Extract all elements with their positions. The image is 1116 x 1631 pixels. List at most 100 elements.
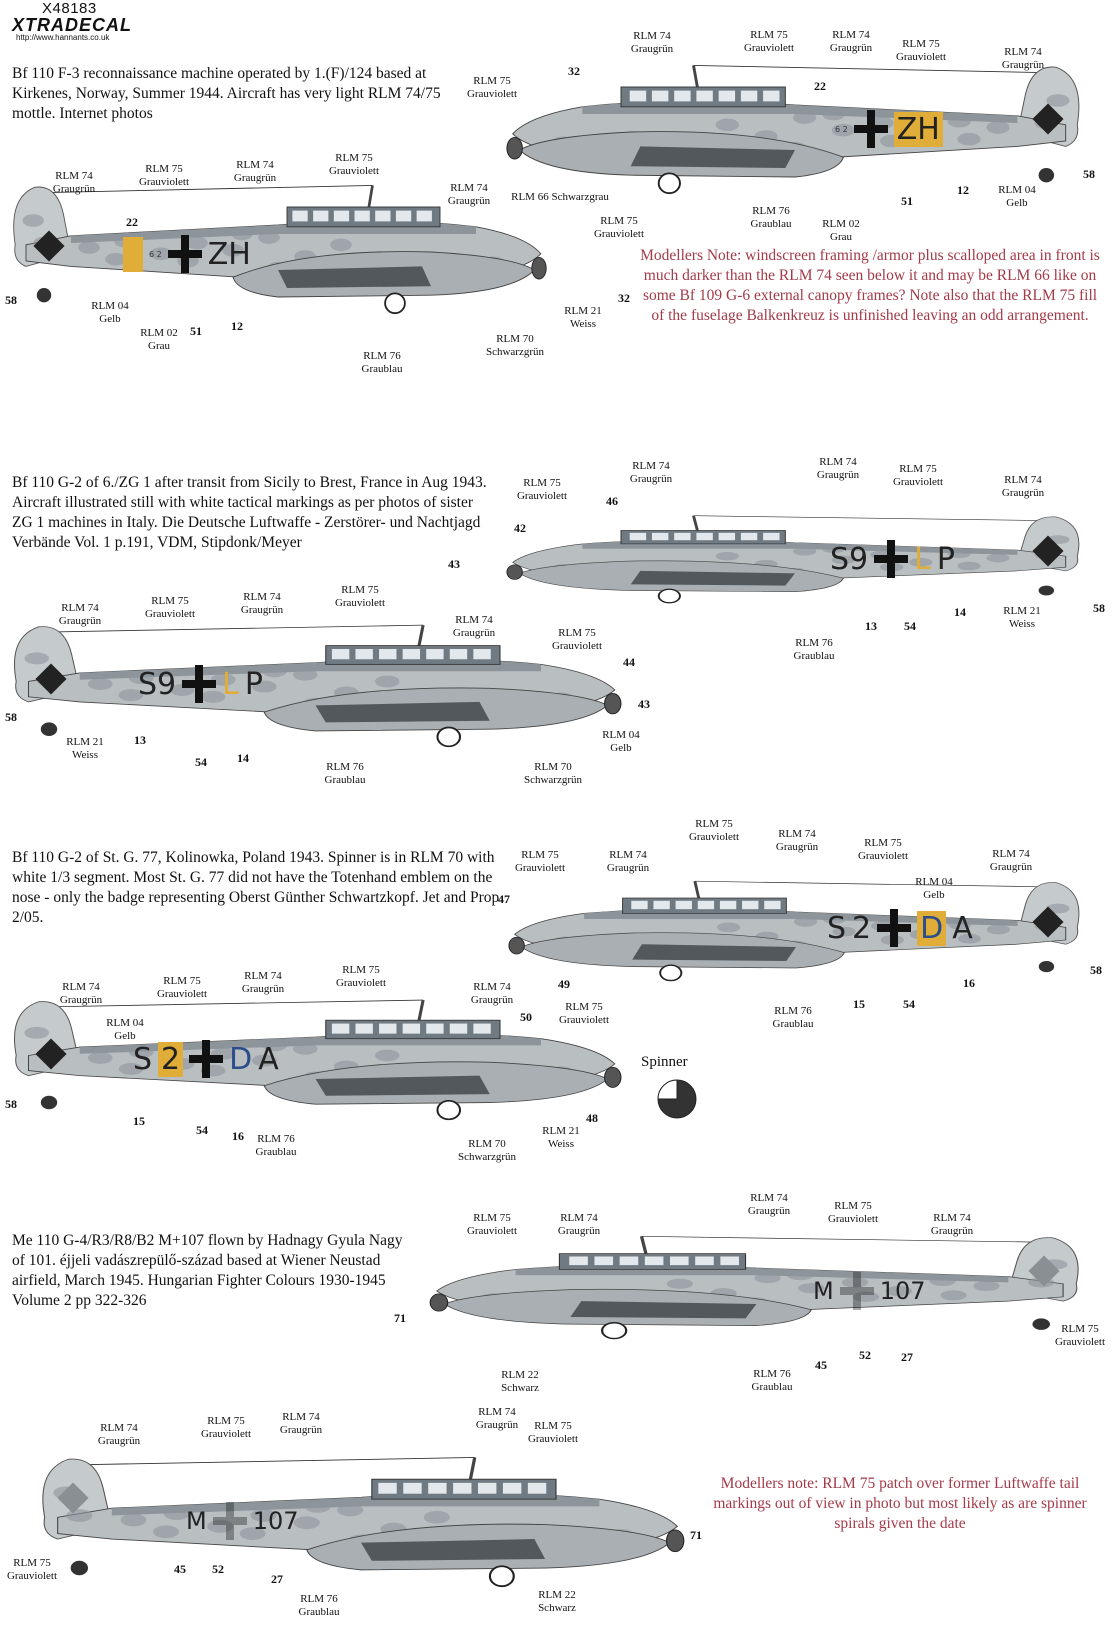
- aerial-wire: [641, 1235, 1036, 1243]
- canopy-panel: [333, 210, 350, 222]
- colour-callout: RLM 21 Weiss: [564, 305, 602, 330]
- camouflage-mottle: [292, 1042, 318, 1055]
- canopy-panel: [292, 210, 308, 222]
- exhaust-area: [570, 1301, 757, 1319]
- fuselage-codes: M 107: [186, 1502, 299, 1540]
- colour-callout: RLM 75 Grauviolett: [156, 975, 208, 1000]
- colour-callout: RLM 76 Graublau: [255, 1133, 297, 1158]
- camouflage-mottle: [120, 1513, 147, 1527]
- colour-callout: RLM 75 Grauviolett: [328, 152, 380, 177]
- canopy-panel: [428, 1482, 447, 1494]
- balkenkreuz-icon: [182, 665, 217, 703]
- camouflage-mottle: [794, 916, 818, 927]
- colour-callout: RLM 75 Grauviolett: [516, 477, 568, 502]
- profile-1-starboard-side: 6 2 ZH: [8, 180, 548, 315]
- colour-callout: RLM 04 Gelb: [602, 729, 640, 754]
- decal-number-callout: 71: [394, 1311, 406, 1325]
- camouflage-mottle: [929, 1275, 956, 1286]
- colour-callout: RLM 22 Schwarz: [538, 1589, 576, 1614]
- decal-number-callout: 22: [126, 215, 138, 229]
- camouflage-mottle: [715, 551, 739, 561]
- colour-callout: RLM 76 Graublau: [750, 205, 792, 230]
- canopy-panel: [740, 90, 758, 102]
- colour-callout: RLM 74 Graugrün: [475, 1406, 519, 1431]
- profile-2-starboard-side: S9 L P: [8, 620, 623, 748]
- aerial-wire: [694, 880, 1042, 888]
- camouflage-mottle: [304, 1500, 331, 1513]
- colour-callout: RLM 75 Grauviolett: [144, 595, 196, 620]
- colour-callout: RLM 70 Schwarzgrün: [457, 1138, 517, 1163]
- camouflage-mottle: [986, 121, 1010, 134]
- colour-callout: RLM 74 Graugrün: [97, 1422, 141, 1447]
- decal-number-callout: 52: [212, 1562, 224, 1576]
- tail-wheel: [36, 288, 52, 303]
- fuselage-codes: M 107: [813, 1272, 926, 1310]
- colour-callout: RLM 74 Graugrün: [816, 456, 860, 481]
- decal-number-callout: 14: [954, 605, 966, 619]
- code-number: 107: [879, 1277, 926, 1305]
- camouflage-mottle: [754, 1273, 781, 1284]
- camouflage-mottle: [822, 107, 846, 121]
- tail-wheel: [1038, 585, 1055, 596]
- camouflage-mottle: [423, 1510, 450, 1524]
- canopy-panel: [619, 1256, 639, 1266]
- tail-wheel: [40, 722, 58, 737]
- colour-callout: RLM 76 Graublau: [751, 1368, 793, 1393]
- canopy-panel: [674, 90, 691, 102]
- profile-4-modellers-note: Modellers note: RLM 75 patch over former…: [713, 1475, 1087, 1532]
- colour-callout: RLM 74 Graugrün: [59, 981, 103, 1006]
- camouflage-mottle: [885, 1286, 912, 1297]
- decal-number-callout: 58: [5, 293, 17, 307]
- colour-callout: RLM 02 Grau: [140, 327, 178, 352]
- camouflage-mottle: [251, 680, 277, 693]
- camouflage-mottle: [128, 672, 154, 684]
- camouflage-mottle: [957, 132, 981, 146]
- colour-callout: RLM 75 Grauviolett: [857, 837, 909, 862]
- camouflage-mottle: [105, 252, 127, 266]
- colour-callout: RLM 75 Grauviolett: [827, 1200, 879, 1225]
- canopy-panel: [629, 532, 647, 541]
- code-number: 107: [252, 1507, 299, 1535]
- canopy-panel: [764, 900, 781, 910]
- canopy-panel: [473, 649, 491, 660]
- camouflage-mottle: [787, 1270, 814, 1281]
- canopy-panel: [696, 90, 713, 102]
- colour-callout: RLM 75 Grauviolett: [334, 584, 386, 609]
- exhaust-area: [278, 266, 431, 288]
- decal-number-callout: 12: [957, 183, 969, 197]
- tail-wheel: [1032, 1318, 1050, 1330]
- colour-callout: RLM 02 Grau: [822, 218, 860, 243]
- camouflage-mottle: [22, 214, 44, 227]
- camouflage-mottle: [210, 673, 236, 686]
- camouflage-mottle: [163, 1507, 190, 1520]
- camouflage-mottle: [118, 1063, 144, 1075]
- colour-callout: RLM 74 Graugrün: [989, 848, 1033, 873]
- colour-callout: RLM 74 Graugrün: [241, 970, 285, 995]
- decal-number-callout: 32: [618, 291, 630, 305]
- canopy-panel: [473, 1023, 491, 1034]
- colour-callout: RLM 74 Graugrün: [470, 981, 514, 1006]
- camouflage-mottle: [222, 243, 244, 257]
- camouflage-mottle: [24, 652, 49, 665]
- decal-number-callout: 43: [638, 697, 650, 711]
- decal-number-callout: 44: [623, 655, 635, 669]
- canopy-panel: [395, 210, 412, 222]
- decal-number-callout: 58: [1090, 963, 1102, 977]
- colour-callout: RLM 75 Grauviolett: [466, 1212, 518, 1237]
- tail-wheel: [1038, 961, 1055, 973]
- canopy-panel: [355, 649, 373, 660]
- exhaust-area: [630, 570, 795, 586]
- decal-number-callout: 54: [903, 997, 915, 1011]
- main-wheel: [659, 964, 683, 982]
- code-letter-a: A: [952, 910, 973, 946]
- colour-callout: RLM 04 Gelb: [915, 876, 953, 901]
- xtradecal-logo: X48183 XTRADECAL http://www.hannants.co.…: [12, 0, 142, 42]
- canopy-panel: [378, 1482, 397, 1494]
- colour-callout: RLM 74 Graugrün: [1001, 474, 1045, 499]
- canopy-panel: [696, 532, 713, 541]
- colour-callout: RLM 74 Graugrün: [58, 602, 102, 627]
- spinner: [506, 136, 523, 160]
- camouflage-mottle: [251, 1054, 277, 1067]
- spinner: [506, 564, 523, 580]
